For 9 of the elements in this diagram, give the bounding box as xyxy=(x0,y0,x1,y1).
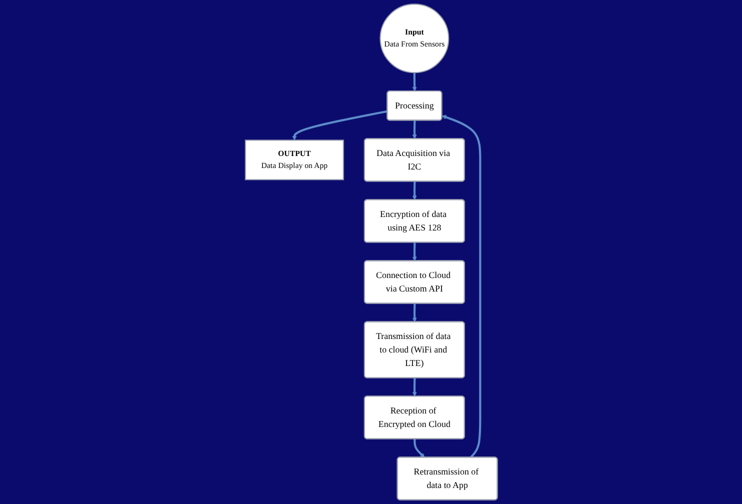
arrow xyxy=(412,378,417,397)
arrow xyxy=(412,304,417,322)
arrow xyxy=(412,120,417,140)
arrow xyxy=(292,110,388,140)
arrow xyxy=(412,72,417,92)
arrow xyxy=(412,181,417,200)
arrow xyxy=(441,114,481,458)
arrow xyxy=(413,439,424,458)
arrow xyxy=(412,242,417,262)
